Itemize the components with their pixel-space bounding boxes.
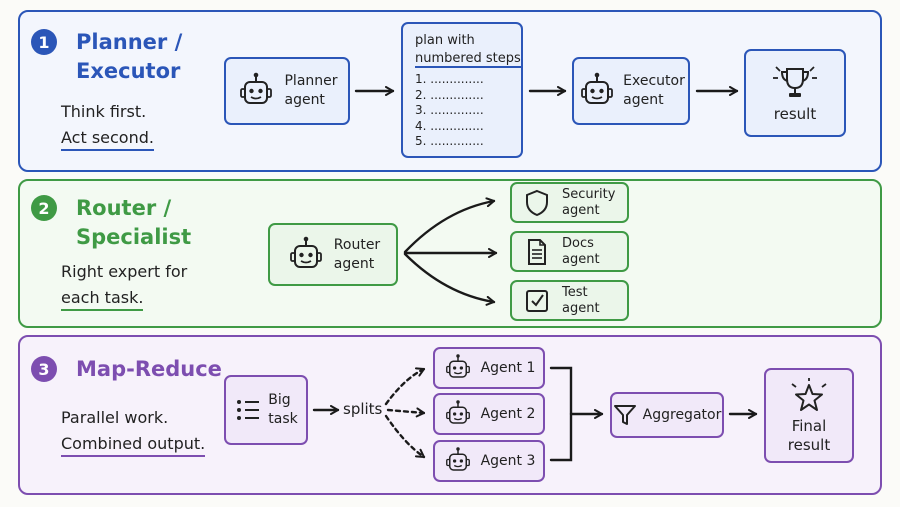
plan-document: plan with numbered steps 1. ............… (401, 22, 523, 158)
funnel-icon (613, 405, 636, 425)
plan-step: 4. .............. (415, 118, 484, 133)
section-number-badge: 3 (31, 356, 57, 382)
document-icon (528, 238, 546, 265)
executor-agent-box: Executor agent (572, 57, 690, 125)
agent-1-box: Agent 1 (433, 347, 545, 389)
section-number-badge: 2 (31, 195, 57, 221)
robot-icon (445, 354, 470, 378)
section-title: Map-Reduce (76, 357, 222, 381)
result-box: result (744, 49, 846, 137)
robot-icon (445, 447, 470, 471)
test-agent-box: Test agent (510, 280, 629, 321)
robot-icon (289, 236, 322, 268)
agent-3-box: Agent 3 (433, 440, 545, 482)
shield-icon (526, 189, 548, 216)
plan-step: 5. .............. (415, 134, 484, 148)
section-tagline: Right expert for each task. (61, 259, 187, 311)
checkbox-icon (526, 289, 548, 312)
section-title: Router / Specialist (76, 196, 192, 249)
planner-agent-box: Planner agent (224, 57, 350, 125)
plan-step: 3. .............. (415, 103, 484, 117)
section-tagline: Think first. Act second. (61, 99, 154, 151)
trophy-icon (773, 65, 817, 97)
docs-agent-box: Docs agent (510, 231, 629, 272)
robot-icon (445, 400, 470, 424)
router-agent-box: Router agent (268, 223, 398, 286)
star-icon (791, 377, 827, 411)
splits-label: splits (343, 400, 383, 418)
section-title: Planner / Executor (76, 30, 183, 83)
robot-icon (581, 72, 614, 104)
security-agent-box: Security agent (510, 182, 629, 223)
plan-step: 1. .............. (415, 72, 484, 86)
agent-2-box: Agent 2 (433, 393, 545, 435)
plan-step-list: 1. ..............2. ..............3. ...… (415, 72, 484, 150)
list-icon (237, 400, 260, 420)
plan-step: 2. .............. (415, 87, 484, 102)
robot-icon (240, 72, 273, 104)
section-tagline: Parallel work. Combined output. (61, 405, 206, 457)
aggregator-box: Aggregator (610, 392, 724, 438)
big-task-box: Big task (224, 375, 308, 445)
section-number-badge: 1 (31, 29, 57, 55)
final-result-box: Final result (764, 368, 854, 463)
